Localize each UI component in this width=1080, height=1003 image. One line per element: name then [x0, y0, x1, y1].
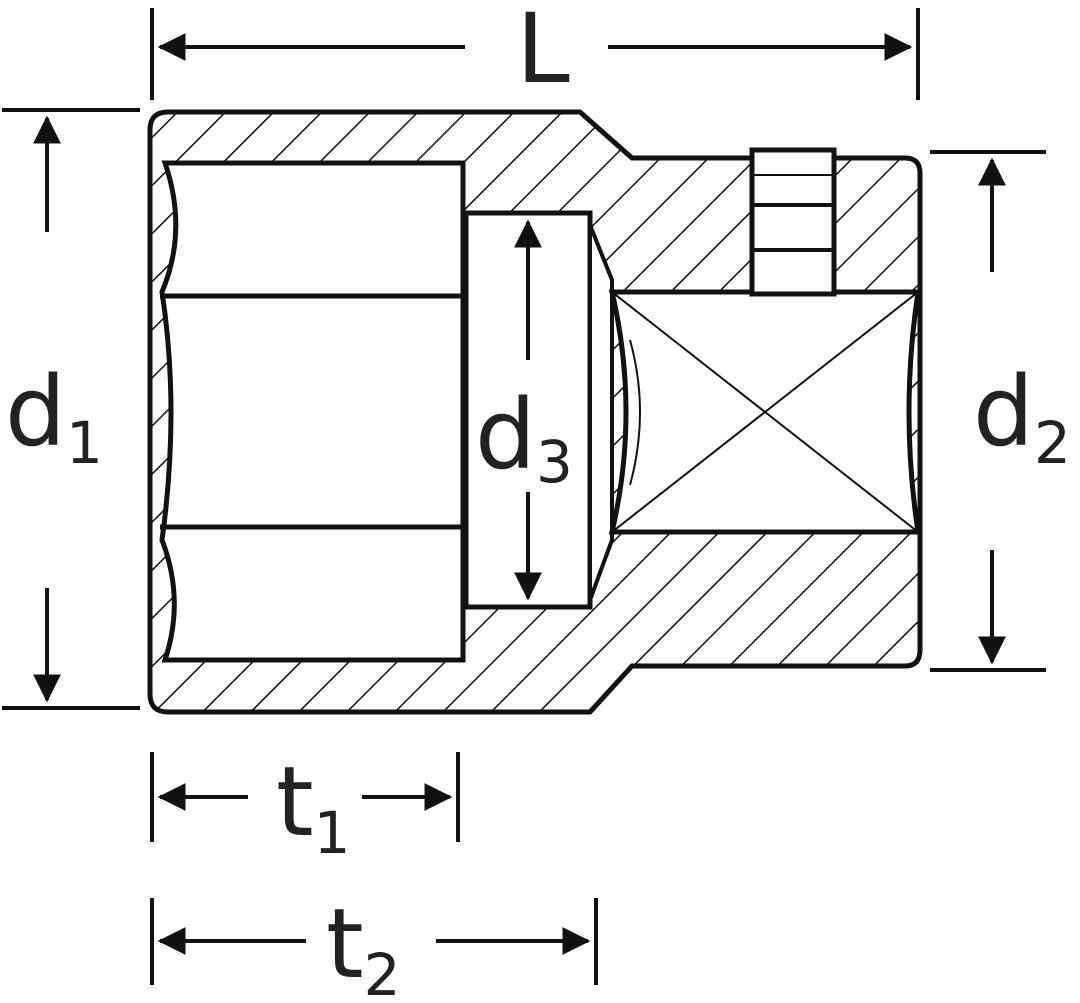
label-d1: d1 — [5, 356, 103, 477]
dimension-t2: t2 — [150, 888, 598, 1003]
label-d2: d2 — [973, 356, 1071, 477]
label-t2: t2 — [326, 888, 401, 1003]
ball-detent-pin — [749, 147, 837, 297]
square-drive — [608, 289, 921, 535]
label-t1: t1 — [276, 746, 351, 867]
dimension-d1: d1 — [2, 108, 140, 710]
dimension-d2: d2 — [930, 150, 1071, 672]
dimension-t1: t1 — [150, 746, 460, 867]
dimension-d3: d3 — [475, 219, 573, 601]
dimension-l: L — [150, 0, 920, 105]
hex-bore — [159, 160, 466, 663]
label-d3: d3 — [475, 379, 573, 496]
label-l: L — [516, 0, 569, 105]
